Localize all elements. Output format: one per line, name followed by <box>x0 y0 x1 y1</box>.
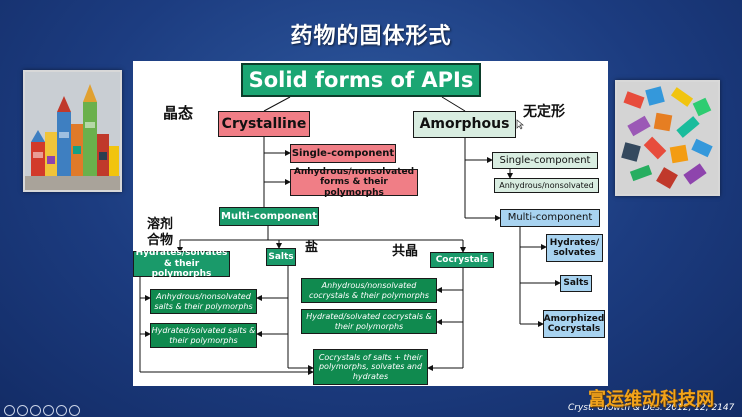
play-control-icon[interactable] <box>30 405 41 416</box>
scattered-blocks-photo <box>615 80 720 196</box>
stacked-blocks-image <box>25 72 120 190</box>
salt-cn-label: 盐 <box>305 240 319 255</box>
stacked-blocks-photo <box>23 70 122 192</box>
play-control-icon[interactable] <box>69 405 80 416</box>
solvate-cn-label-1: 溶剂 <box>147 217 174 232</box>
play-control-icon[interactable] <box>17 405 28 416</box>
citation-footer: Cryst. Growth & Des. 2012, 12, 2147 <box>568 403 735 413</box>
amorphous-salts-box: Salts <box>560 275 592 292</box>
amorphous-multi-component-box: Multi-component <box>500 209 600 227</box>
amorphous-box: Amorphous <box>413 111 516 138</box>
multi-component-box: Multi-component <box>219 207 319 226</box>
scattered-blocks-image <box>617 82 718 194</box>
cocrystals-of-salts-box: Cocrystals of salts + their polymorphs, … <box>313 349 428 385</box>
anhydrous-forms-box: Anhydrous/nonsolvated forms & their poly… <box>290 167 418 198</box>
play-control-icon[interactable] <box>56 405 67 416</box>
play-control-icon[interactable] <box>4 405 15 416</box>
crystalline-cn-label: 晶态 <box>163 104 194 122</box>
crystalline-box: Crystalline <box>218 111 310 137</box>
hydrated-cocrystals-box: Hydrated/solvated cocrystals & their pol… <box>301 309 437 334</box>
play-control-icon[interactable] <box>43 405 54 416</box>
amorphous-cn-label: 无定形 <box>523 104 565 120</box>
watermark-text: 富运维动科技网 <box>588 389 714 410</box>
cocrystal-cn-label: 共晶 <box>392 244 419 259</box>
amorphized-cocrystals-box: Amorphized Cocrystals <box>543 310 605 338</box>
slide-title: 药物的固体形式 <box>290 24 452 49</box>
solvate-cn-label-2: 合物 <box>147 233 174 248</box>
salts-box: Salts <box>266 248 296 266</box>
hydrated-salts-box: Hydrated/solvated salts & their polymorp… <box>150 323 257 348</box>
cursor-icon <box>516 119 524 130</box>
anhydrous-salts-box: Anhydrous/nonsolvated salts & their poly… <box>150 289 257 314</box>
hydrates-solvates-box: Hydrates/solvates & their polymorphs <box>133 248 230 279</box>
amorphous-anhydrous-box: Anhydrous/nonsolvated <box>494 178 599 193</box>
anhydrous-cocrystals-box: Anhydrous/nonsolvated cocrystals & their… <box>301 278 437 303</box>
amorphous-hydrates-box: Hydrates/ solvates <box>546 234 603 262</box>
cocrystals-box: Cocrystals <box>430 252 494 268</box>
single-component-box: Single-component <box>290 144 396 163</box>
root-box: Solid forms of APIs <box>241 63 481 97</box>
amorphous-single-component-box: Single-component <box>492 152 598 169</box>
